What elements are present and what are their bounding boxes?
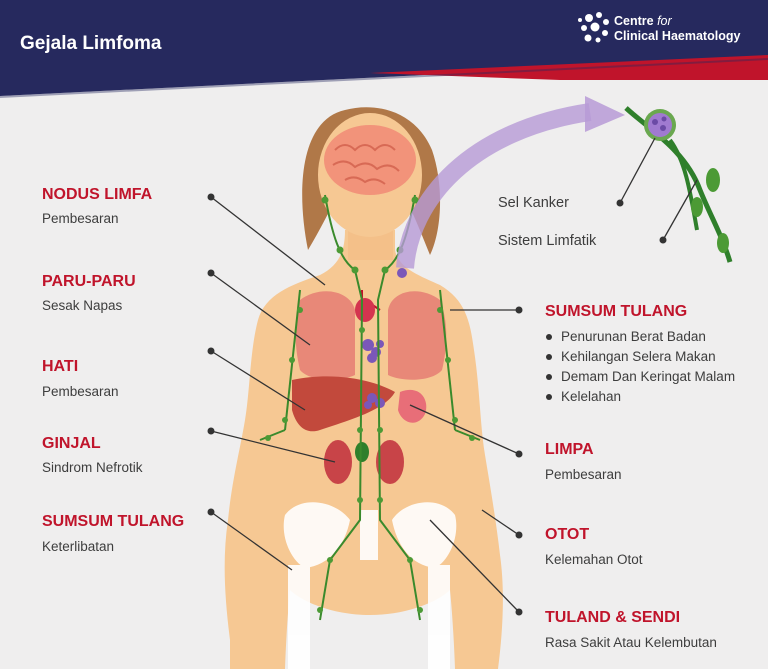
symptom-list: Penurunan Berat Badan Kehilangan Selera …	[546, 328, 735, 408]
kidney-left	[324, 440, 352, 484]
pelvis-bones	[283, 502, 457, 669]
leader-dots	[207, 193, 667, 616]
callout-detail-nodus-limfa: Pembesaran	[42, 211, 119, 226]
callout-heading-sumsum-tulang-right: SUMSUM TULANG	[545, 303, 688, 320]
callout-detail-hati: Pembesaran	[42, 384, 119, 399]
symptom-item: Kelelahan	[546, 388, 735, 408]
callout-heading-tulang-sendi: TULAND & SENDI	[545, 609, 681, 626]
lymph-vessel-inset	[624, 106, 733, 263]
callout-heading-nodus-limfa: NODUS LIMFA	[42, 186, 153, 203]
brand-line2: Clinical Haematology	[614, 29, 741, 43]
callout-detail-paru-paru: Sesak Napas	[42, 298, 123, 313]
symptom-item: Demam Dan Keringat Malam	[546, 368, 735, 388]
liver-illustration	[292, 376, 395, 432]
callout-detail-tulang-sendi: Rasa Sakit Atau Kelembutan	[545, 635, 717, 650]
callout-detail-sumsum-tulang-left: Keterlibatan	[42, 539, 115, 554]
callout-detail-limpa: Pembesaran	[545, 467, 622, 482]
kidney-right	[376, 440, 404, 484]
callout-heading-paru-paru: PARU-PARU	[42, 273, 136, 290]
callout-heading-hati: HATI	[42, 358, 79, 375]
callout-heading-otot: OTOT	[545, 526, 590, 543]
symptom-item: Kehilangan Selera Makan	[546, 348, 735, 368]
callout-detail-otot: Kelemahan Otot	[545, 552, 643, 567]
zoom-arrow	[396, 103, 592, 269]
callout-heading-sumsum-tulang-left: SUMSUM TULANG	[42, 513, 185, 530]
lungs-illustration	[295, 290, 447, 380]
header-banner	[0, 0, 768, 98]
brand-name: Centre for Clinical Haematology	[614, 14, 740, 44]
brand-line1: Centre	[614, 14, 654, 28]
callout-heading-limpa: LIMPA	[545, 441, 594, 458]
inset-label-lymph-system: Sistem Limfatik	[498, 233, 597, 249]
page-title: Gejala Limfoma	[20, 33, 162, 54]
brain-illustration	[324, 125, 416, 195]
logo-icon	[578, 12, 609, 43]
inset-label-cancer-cell: Sel Kanker	[498, 195, 569, 211]
callout-heading-ginjal: GINJAL	[42, 435, 101, 452]
symptom-item: Penurunan Berat Badan	[546, 328, 735, 348]
brand-for: for	[657, 14, 672, 28]
callout-detail-ginjal: Sindrom Nefrotik	[42, 460, 143, 475]
tumor-clusters	[362, 268, 407, 409]
leader-lines	[210, 137, 698, 613]
